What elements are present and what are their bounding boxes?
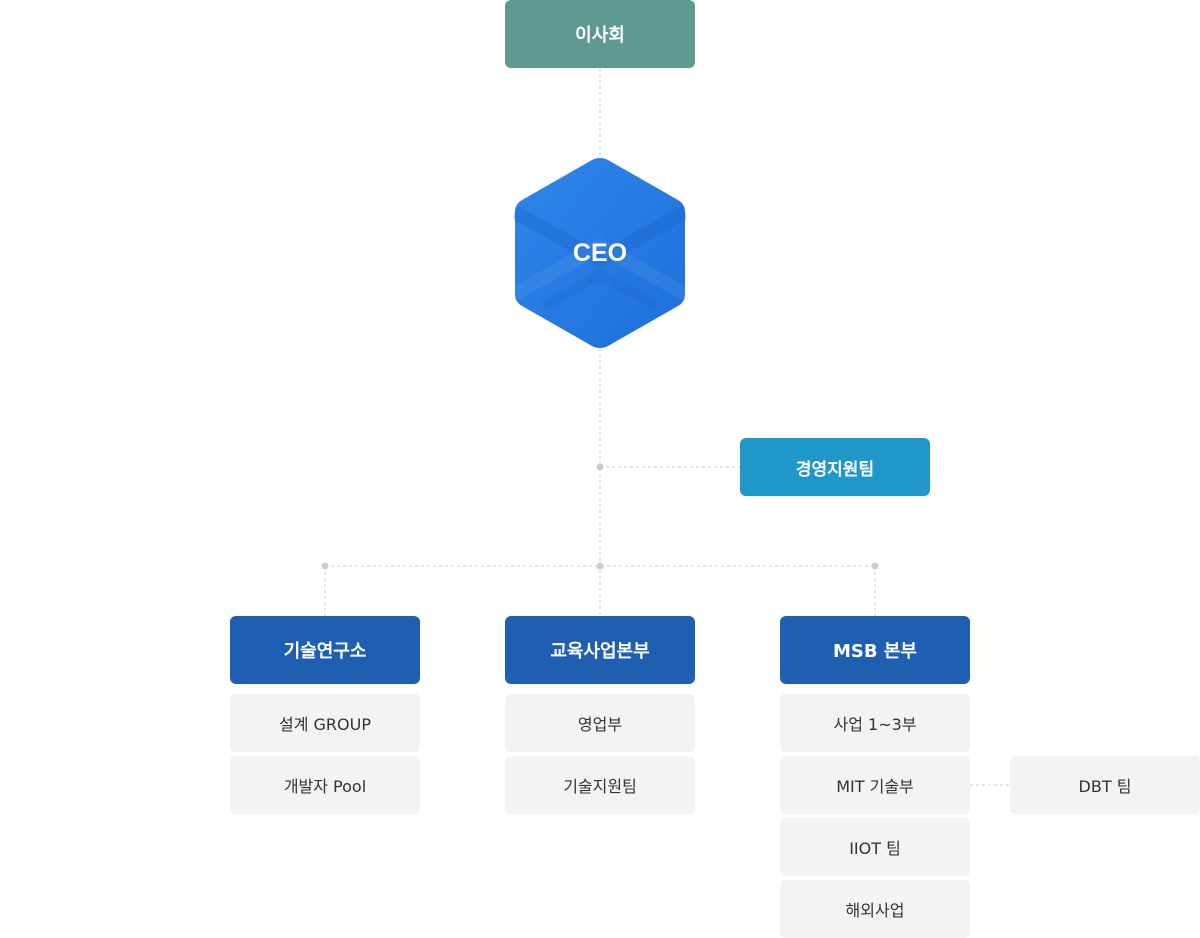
division-3-junction-dot [871, 562, 879, 570]
dbt-team-box: DBT 팀 [1010, 756, 1200, 814]
dbt-team-label: DBT 팀 [1078, 777, 1132, 796]
unit-box: 설계 GROUP [230, 694, 420, 752]
unit-label: 영업부 [577, 715, 623, 734]
division-head-label: MSB 본부 [833, 641, 917, 662]
board-box: 이사회 [505, 0, 695, 68]
division-head-1: 기술연구소 [230, 616, 420, 684]
division-2-junction-dot [596, 562, 604, 570]
unit-box: 기술지원팀 [505, 756, 695, 814]
board-label: 이사회 [575, 25, 625, 46]
unit-box: 해외사업 [780, 880, 970, 938]
management-support-box: 경영지원팀 [740, 438, 930, 496]
management-support-label: 경영지원팀 [795, 459, 875, 480]
unit-label: 해외사업 [845, 901, 905, 920]
unit-box: IIOT 팀 [780, 818, 970, 876]
division-head-2: 교육사업본부 [505, 616, 695, 684]
unit-box: MIT 기술부 [780, 756, 970, 814]
hexagon-shape [514, 158, 686, 348]
unit-label: 설계 GROUP [279, 715, 371, 734]
unit-box: 사업 1~3부 [780, 694, 970, 752]
unit-box: 영업부 [505, 694, 695, 752]
unit-label: 기술지원팀 [563, 777, 637, 796]
division-head-label: 교육사업본부 [550, 641, 650, 662]
unit-box: 개발자 Pool [230, 756, 420, 814]
unit-label: MIT 기술부 [836, 777, 914, 796]
division-head-3: MSB 본부 [780, 616, 970, 684]
division-1-junction-dot [321, 562, 329, 570]
ceo-label: CEO [572, 238, 628, 267]
mgmt-junction-dot [596, 463, 604, 471]
unit-label: IIOT 팀 [849, 839, 901, 858]
unit-label: 사업 1~3부 [833, 715, 917, 734]
division-head-label: 기술연구소 [283, 641, 367, 662]
unit-label: 개발자 Pool [283, 777, 367, 796]
ceo-hexagon: CEO [514, 156, 686, 350]
